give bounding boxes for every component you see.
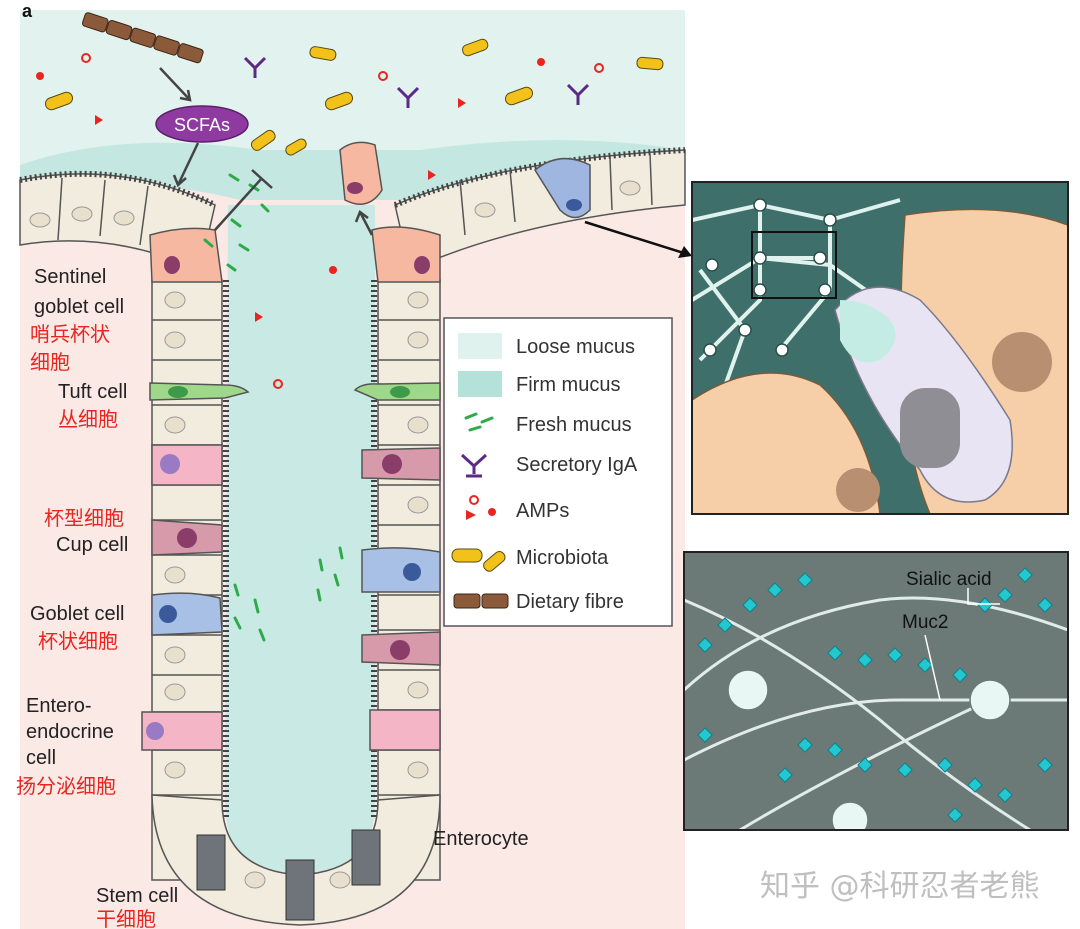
legend-label-amps: AMPs bbox=[516, 500, 569, 522]
goblet-cell bbox=[151, 592, 223, 636]
cup-label-en: Cup cell bbox=[56, 534, 128, 556]
crypt-wall-left bbox=[141, 227, 250, 881]
goblet-label-en: Goblet cell bbox=[30, 603, 125, 625]
stem-cell-center bbox=[285, 859, 315, 921]
scfas-label: SCFAs bbox=[174, 115, 230, 135]
secretory-iga-particles bbox=[243, 56, 590, 108]
inset-goblet-closeup bbox=[691, 181, 1069, 515]
process-arrows bbox=[159, 67, 374, 236]
legend-label-loose-mucus: Loose mucus bbox=[516, 336, 635, 358]
dietary-fibre-icon bbox=[453, 593, 509, 609]
legend-label-dietary-fibre: Dietary fibre bbox=[516, 591, 624, 613]
scfas-oval bbox=[155, 105, 249, 143]
legend: Loose mucus Firm mucus Fresh mucus Secre… bbox=[443, 317, 673, 627]
sentinel-label-cn-1: 哨兵杯状 bbox=[30, 322, 110, 346]
watermark: 知乎 @科研忍者老熊 bbox=[760, 869, 1040, 904]
cell-labels: Sentinel goblet cell 哨兵杯状 细胞 Tuft cell 丛… bbox=[16, 266, 529, 929]
sentinel-label-en-2: goblet cell bbox=[34, 296, 124, 318]
stem-label-cn: 干细胞 bbox=[96, 907, 156, 929]
panel-letter: a bbox=[22, 1, 33, 21]
firm-mucus-swatch bbox=[458, 371, 502, 397]
cup-label-cn: 杯型细胞 bbox=[44, 506, 124, 530]
inset-bottom-frame bbox=[683, 551, 1069, 831]
crypt-wall-right bbox=[353, 226, 441, 881]
entero-label-cn: 扬分泌细胞 bbox=[16, 774, 116, 798]
dietary-fibre-chain bbox=[81, 12, 204, 64]
entero-label-en-3: cell bbox=[26, 747, 56, 769]
entero-label-en-2: endocrine bbox=[26, 721, 114, 743]
crypt-lumen bbox=[225, 205, 375, 880]
entero-label-en-1: Entero- bbox=[26, 695, 92, 717]
amps-particles bbox=[36, 53, 604, 389]
fresh-mucus-icon bbox=[464, 412, 494, 432]
callout-arrow bbox=[584, 220, 691, 257]
legend-label-secretory-iga: Secretory IgA bbox=[516, 454, 638, 476]
enterocyte-label: Enterocyte bbox=[433, 828, 529, 850]
sialic-acid-label: Sialic acid bbox=[906, 569, 992, 590]
shed-cell bbox=[339, 141, 383, 205]
legend-label-fresh-mucus: Fresh mucus bbox=[516, 414, 632, 436]
microbiota-particles bbox=[44, 38, 664, 156]
inset-mucin-network: Sialic acid Muc2 bbox=[683, 551, 1069, 831]
tuft-label-en: Tuft cell bbox=[58, 381, 127, 403]
zoom-box bbox=[751, 231, 837, 299]
fresh-mucus-dashes bbox=[203, 173, 344, 642]
legend-box bbox=[443, 317, 673, 627]
secretory-iga-icon bbox=[460, 453, 488, 478]
surface-epithelium-right bbox=[393, 147, 686, 272]
sentinel-goblet-cell bbox=[149, 227, 223, 283]
tuft-label-cn: 丛细胞 bbox=[58, 407, 118, 431]
sentinel-label-cn-2: 细胞 bbox=[30, 350, 70, 374]
legend-label-firm-mucus: Firm mucus bbox=[516, 374, 620, 396]
stem-cell-left bbox=[196, 834, 226, 891]
stem-cell-right bbox=[351, 829, 381, 886]
crypt-base bbox=[151, 794, 441, 926]
sentinel-label-en-1: Sentinel bbox=[34, 266, 106, 288]
microbiota-icon bbox=[451, 548, 506, 572]
goblet-label-cn: 杯状细胞 bbox=[38, 629, 118, 653]
amps-icon bbox=[466, 495, 496, 520]
inset-top-frame bbox=[691, 181, 1069, 515]
legend-label-microbiota: Microbiota bbox=[516, 547, 609, 569]
stem-label-en: Stem cell bbox=[96, 885, 178, 907]
muc2-label: Muc2 bbox=[902, 612, 948, 633]
loose-mucus-swatch bbox=[458, 333, 502, 359]
